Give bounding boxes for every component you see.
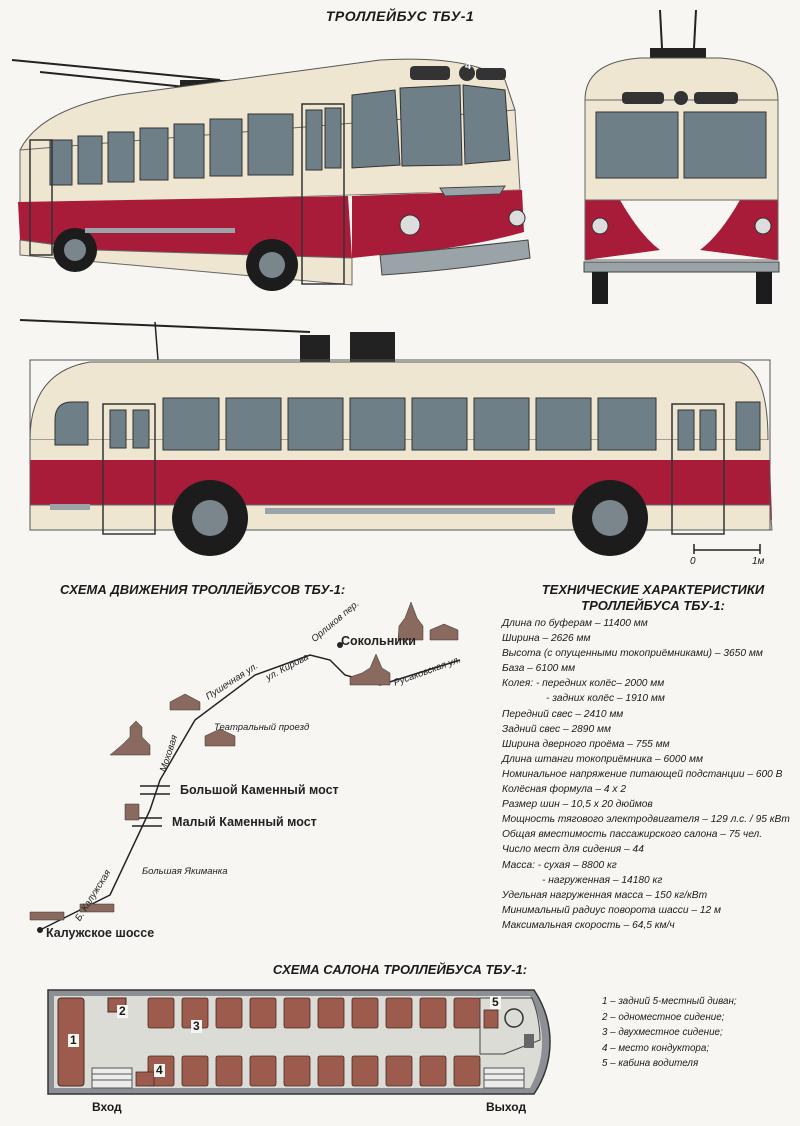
seat-number-3: 3: [191, 1019, 202, 1033]
spec-item: Колёсная формула – 4 х 2: [502, 784, 627, 796]
spec-item: Размер шин – 10,5 х 20 дюймов: [502, 799, 653, 811]
spec-item: Ширина – 2626 мм: [502, 633, 591, 645]
spec-item: Общая вместимость пассажирского салона –…: [502, 829, 763, 841]
legend-item: 2 – одноместное сидение;: [602, 1011, 725, 1023]
map-label-teatralny: Театральный проезд: [214, 722, 310, 733]
spec-item: Мощность тягового электродвигателя – 129…: [502, 814, 790, 826]
spec-item: Задний свес – 2890 мм: [502, 723, 611, 735]
spec-item: Минимальный радиус поворота шасси – 12 м: [502, 904, 721, 916]
entrance-label: Вход: [92, 1100, 122, 1114]
bus-illustrations: [11, 9, 780, 556]
spec-item: - нагруженная – 14180 кг: [542, 874, 663, 886]
seat-number-2: 2: [117, 1004, 128, 1018]
spec-item: Максимальная скорость – 64,5 км/ч: [502, 919, 675, 931]
spec-item: Колея: - передних колёс– 2000 мм: [502, 678, 665, 690]
exit-label: Выход: [486, 1100, 527, 1114]
route-number-badge: 4: [465, 60, 472, 72]
route-map: [29, 601, 461, 933]
legend-item: 1 – задний 5-местный диван;: [602, 996, 737, 1007]
scale-zero-label: 0: [690, 556, 696, 567]
route-title: СХЕМА ДВИЖЕНИЯ ТРОЛЛЕЙБУСОВ ТБУ-1:: [60, 582, 346, 597]
spec-item: Длина по буферам – 11400 мм: [502, 618, 648, 629]
scale-one-label: 1м: [752, 556, 765, 567]
map-label-sokolniki: Сокольники: [341, 634, 416, 648]
seat-number-4: 4: [154, 1063, 165, 1077]
spec-item: Передний свес – 2410 мм: [502, 708, 624, 720]
map-label-maly-most: Малый Каменный мост: [172, 815, 317, 829]
seat-number-1: 1: [68, 1033, 79, 1047]
spec-item: Длина штанги токоприёмника – 6000 мм: [502, 753, 703, 765]
bus-three-quarter-view: [11, 58, 531, 291]
bus-front-view: [583, 9, 780, 304]
legend-item: 5 – кабина водителя: [602, 1058, 699, 1069]
scale-bar: [693, 544, 761, 554]
spec-item: Удельная нагруженная масса – 150 кг/кВт: [502, 889, 708, 901]
legend-item: 3 – двухместное сидение;: [602, 1027, 723, 1038]
spec-item: База – 6100 мм: [502, 663, 576, 675]
map-label-kaluzhskoe: Калужское шоссе: [46, 926, 155, 940]
legend-item: 4 – место кондуктора;: [602, 1042, 710, 1054]
spec-item: Номинальное напряжение питающей подстанц…: [502, 768, 783, 780]
seat-number-5: 5: [490, 995, 501, 1009]
page-title: ТРОЛЛЕЙБУС ТБУ-1: [325, 8, 475, 24]
salon-plan: [47, 989, 551, 1095]
salon-legend: 1 – задний 5-местный диван; 2 – одномест…: [602, 994, 737, 1072]
bus-side-view: [19, 319, 773, 556]
salon-title: СХЕМА САЛОНА ТРОЛЛЕЙБУСА ТБУ-1:: [272, 962, 528, 977]
specs-list: Длина по буферам – 11400 мм Ширина – 262…: [502, 616, 798, 933]
spec-item: - задних колёс – 1910 мм: [546, 693, 665, 705]
tech-title-line2: ТРОЛЛЕЙБУСА ТБУ-1:: [581, 598, 725, 613]
spec-item: Число мест для сидения – 44: [502, 844, 644, 856]
route-number-text: 4: [465, 60, 472, 72]
map-label-bolshoy-most: Большой Каменный мост: [180, 783, 339, 797]
spec-item: Масса: - сухая – 8800 кг: [502, 859, 617, 871]
spec-item: Высота (с опущенными токоприёмниками) – …: [502, 648, 763, 660]
spec-item: Ширина дверного проёма – 755 мм: [502, 738, 670, 750]
map-label-yakimanka: Большая Якиманка: [142, 866, 228, 877]
tech-title-line1: ТЕХНИЧЕСКИЕ ХАРАКТЕРИСТИКИ: [541, 582, 765, 597]
tech-title: ТЕХНИЧЕСКИЕ ХАРАКТЕРИСТИКИ ТРОЛЛЕЙБУСА Т…: [508, 582, 798, 614]
